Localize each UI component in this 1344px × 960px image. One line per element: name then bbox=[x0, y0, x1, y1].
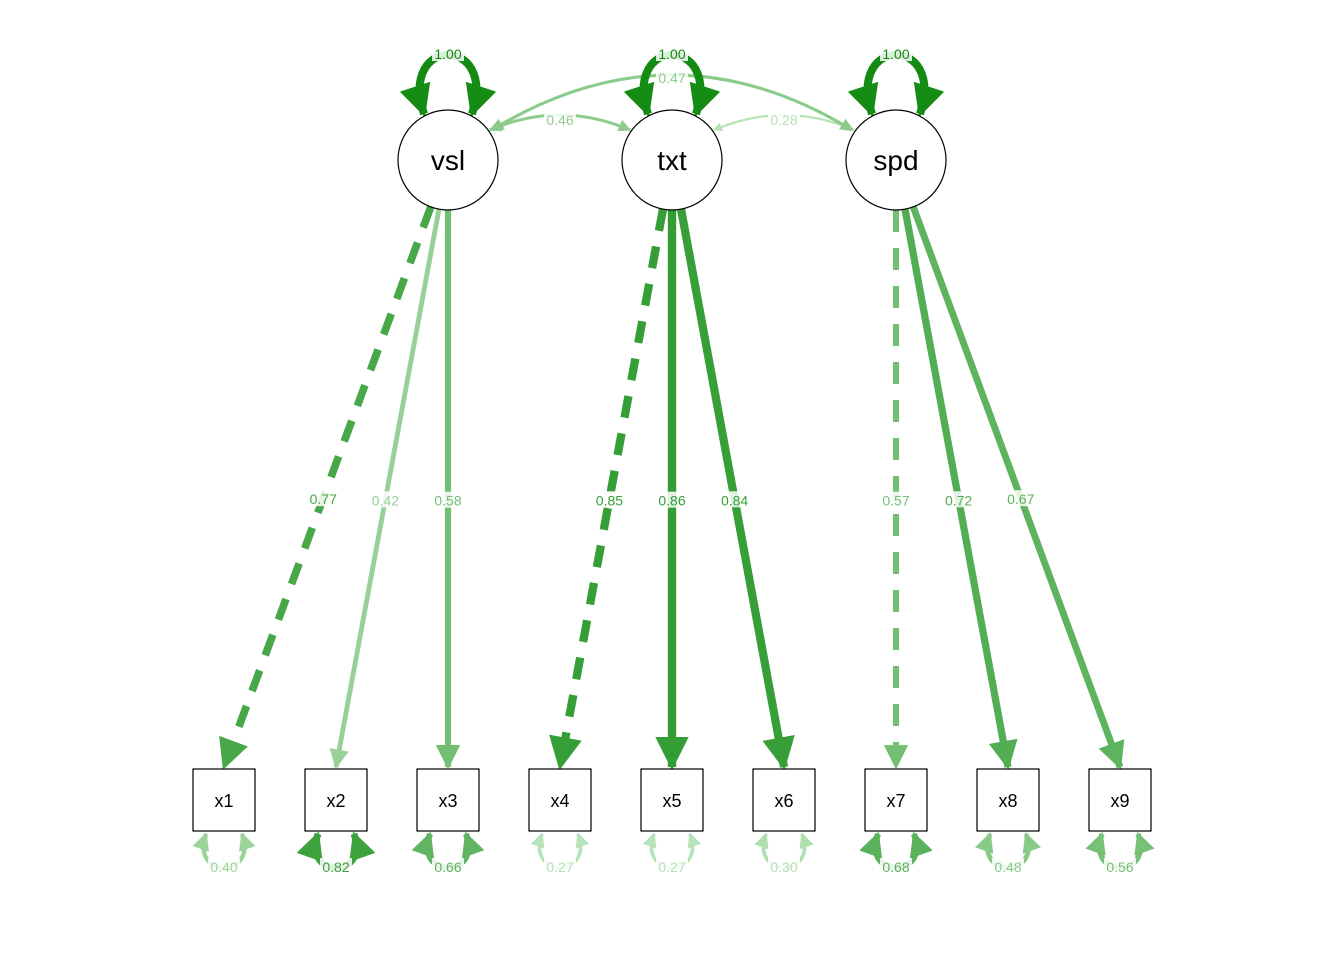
residual-label-x9-bg bbox=[1104, 858, 1136, 874]
residual-label-x4-bg bbox=[544, 858, 576, 874]
indicator-node-x6[interactable]: x6 bbox=[752, 768, 816, 832]
indicator-box bbox=[752, 768, 816, 832]
residual-label-x1: 0.40 bbox=[210, 859, 237, 875]
residual-label-x7-bg bbox=[880, 858, 912, 874]
loading-txt-x4 bbox=[549, 208, 668, 771]
indicator-node-x7[interactable]: x7 bbox=[864, 768, 928, 832]
loading-label-x9-bg bbox=[1004, 490, 1037, 507]
loading-txt-x6 bbox=[677, 208, 795, 771]
loading-label-x1: 0.77 bbox=[310, 491, 337, 507]
residual-label-x5-bg bbox=[656, 858, 688, 874]
indicator-box bbox=[640, 768, 704, 832]
loading-vsl-x1 bbox=[219, 205, 435, 770]
loading-label-x5-bg bbox=[656, 491, 688, 508]
latent-circle bbox=[845, 109, 947, 211]
latent-node-vsl[interactable]: vsl bbox=[397, 109, 499, 211]
loading-label-x3: 0.58 bbox=[434, 493, 461, 509]
indicator-label: x7 bbox=[886, 791, 905, 811]
variance-label-spd-bg bbox=[880, 45, 912, 61]
indicator-node-x9[interactable]: x9 bbox=[1088, 768, 1152, 832]
residual-label-x8: 0.48 bbox=[994, 859, 1021, 875]
residual-label-x3-bg bbox=[432, 858, 464, 874]
variance-label-txt-bg bbox=[656, 45, 688, 61]
latent-label: txt bbox=[657, 145, 687, 176]
covariance-label-txt-spd: 0.28 bbox=[770, 112, 797, 128]
covariance-label-vsl-txt: 0.46 bbox=[546, 112, 573, 128]
loading-label-x8-bg bbox=[942, 491, 975, 508]
loading-label-x1-bg bbox=[307, 490, 340, 507]
indicator-box bbox=[304, 768, 368, 832]
residual-label-x1-bg bbox=[208, 858, 240, 874]
loading-spd-x9 bbox=[910, 205, 1125, 770]
loading-label-x9: 0.67 bbox=[1007, 491, 1034, 507]
indicator-node-x5[interactable]: x5 bbox=[640, 768, 704, 832]
variance-label-vsl: 1.00 bbox=[434, 46, 461, 62]
loading-label-x2-bg bbox=[369, 491, 402, 508]
residual-label-x8-bg bbox=[992, 858, 1024, 874]
covariance-label-vsl-spd-bg bbox=[656, 69, 688, 85]
latent-circle bbox=[397, 109, 499, 211]
indicator-box bbox=[416, 768, 480, 832]
indicator-label: x2 bbox=[326, 791, 345, 811]
variance-label-vsl-bg bbox=[432, 45, 464, 61]
residual-label-x5: 0.27 bbox=[658, 859, 685, 875]
indicator-label: x8 bbox=[998, 791, 1017, 811]
covariance-label-vsl-spd: 0.47 bbox=[658, 70, 685, 86]
latent-node-txt[interactable]: txt bbox=[621, 109, 723, 211]
residual-label-x9: 0.56 bbox=[1106, 859, 1133, 875]
indicator-label: x1 bbox=[214, 791, 233, 811]
loading-label-x7-bg bbox=[880, 491, 912, 508]
residual-label-x7: 0.68 bbox=[882, 859, 909, 875]
indicator-label: x5 bbox=[662, 791, 681, 811]
indicator-node-x4[interactable]: x4 bbox=[528, 768, 592, 832]
variance-label-txt: 1.00 bbox=[658, 46, 685, 62]
covariance-label-txt-spd-bg bbox=[768, 111, 800, 127]
loading-label-x6: 0.84 bbox=[721, 492, 748, 508]
loading-vsl-x2 bbox=[329, 208, 442, 769]
residual-label-x2-bg bbox=[320, 858, 352, 874]
loading-label-x7: 0.57 bbox=[882, 493, 909, 509]
loading-label-x8: 0.72 bbox=[945, 492, 972, 508]
indicator-node-x8[interactable]: x8 bbox=[976, 768, 1040, 832]
variance-loop-spd bbox=[847, 50, 945, 118]
loading-label-x6-bg bbox=[718, 491, 751, 508]
indicator-box bbox=[192, 768, 256, 832]
indicator-box bbox=[976, 768, 1040, 832]
indicator-node-x3[interactable]: x3 bbox=[416, 768, 480, 832]
indicator-label: x6 bbox=[774, 791, 793, 811]
residual-label-x4: 0.27 bbox=[546, 859, 573, 875]
residual-label-x3: 0.66 bbox=[434, 859, 461, 875]
variance-loop-vsl bbox=[399, 50, 497, 118]
indicator-node-x2[interactable]: x2 bbox=[304, 768, 368, 832]
variance-label-spd: 1.00 bbox=[882, 46, 909, 62]
residual-label-x6-bg bbox=[768, 858, 800, 874]
residual-label-x6: 0.30 bbox=[770, 859, 797, 875]
indicator-label: x9 bbox=[1110, 791, 1129, 811]
residual-label-x2: 0.82 bbox=[322, 859, 349, 875]
loading-label-x4: 0.85 bbox=[596, 492, 623, 508]
indicator-label: x3 bbox=[438, 791, 457, 811]
indicator-box bbox=[864, 768, 928, 832]
indicator-node-x1[interactable]: x1 bbox=[192, 768, 256, 832]
indicator-box bbox=[528, 768, 592, 832]
latent-node-spd[interactable]: spd bbox=[845, 109, 947, 211]
latent-circle bbox=[621, 109, 723, 211]
covariance-label-vsl-txt-bg bbox=[544, 111, 576, 127]
loading-label-x5: 0.86 bbox=[658, 493, 685, 509]
loading-label-x2: 0.42 bbox=[372, 492, 399, 508]
loading-label-x4-bg bbox=[593, 491, 626, 508]
loading-spd-x8 bbox=[901, 208, 1018, 770]
indicator-box bbox=[1088, 768, 1152, 832]
latent-label: spd bbox=[873, 145, 918, 176]
indicator-label: x4 bbox=[550, 791, 569, 811]
loading-label-x3-bg bbox=[432, 491, 464, 508]
latent-label: vsl bbox=[431, 145, 465, 176]
